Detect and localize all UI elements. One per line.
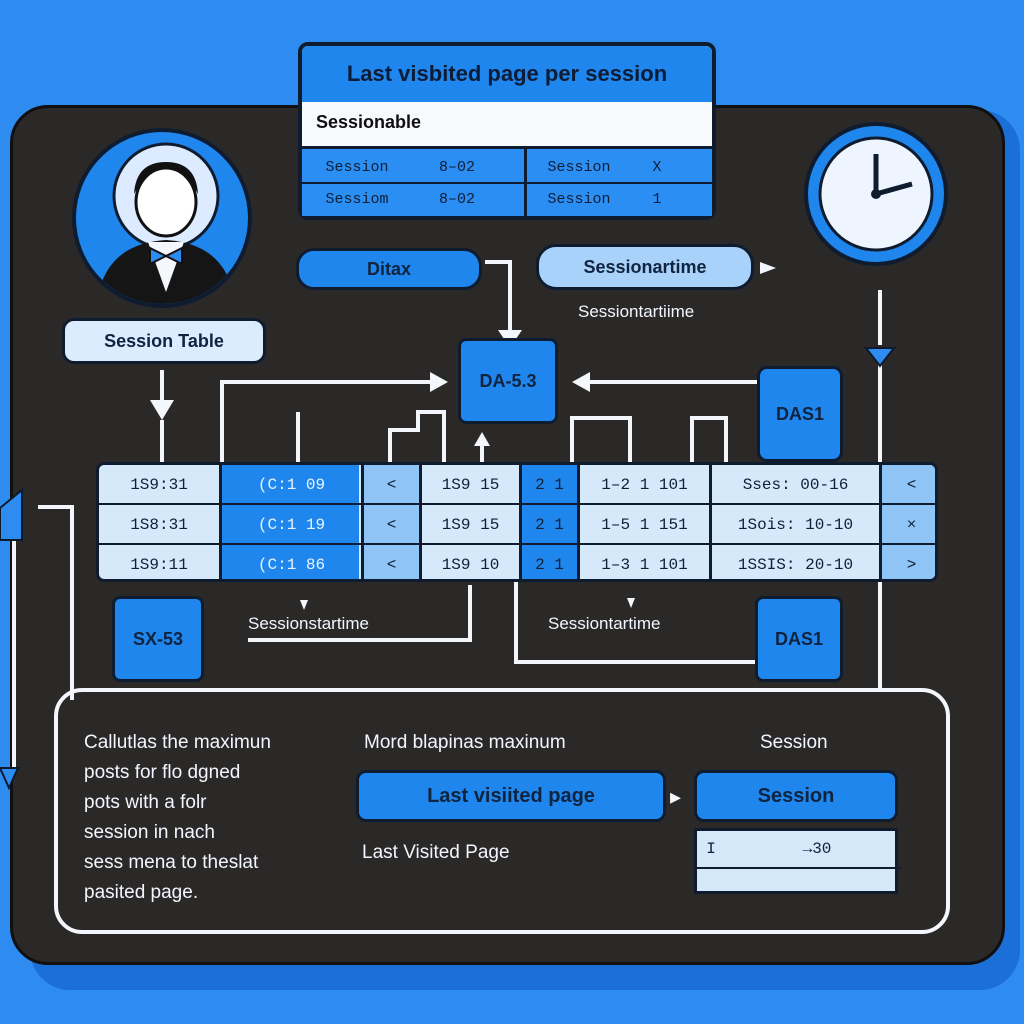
table-cell: 1S9 15 — [441, 476, 500, 494]
table-cell: 1SSIS: 20-10 — [737, 556, 854, 574]
result-row-line — [697, 867, 901, 869]
table-col-line — [219, 465, 222, 579]
bottom-panel — [54, 688, 950, 934]
table-cell[interactable]: > — [906, 556, 917, 574]
caption-left: Sessionstartime — [248, 614, 369, 633]
table-cell: 1–3 1 101 — [601, 556, 688, 574]
table-cell: < — [386, 476, 397, 494]
result-cell: I — [706, 840, 716, 858]
mini-cell: Session — [547, 190, 611, 208]
table-column-highlight — [363, 465, 419, 579]
person-icon — [96, 142, 236, 304]
ditax-pill[interactable]: Ditax — [296, 248, 482, 290]
table-cell: 2 1 — [535, 556, 564, 574]
table-cell: 1–2 1 101 — [601, 476, 688, 494]
mini-cell: Session — [325, 158, 389, 176]
sessionstart-pill[interactable]: Sessionartime — [536, 244, 754, 290]
table-column-highlight — [521, 465, 577, 579]
session-button[interactable]: Session — [694, 770, 898, 822]
table-cell: 1S9 10 — [441, 556, 500, 574]
description-line: posts for flo dgned — [84, 762, 241, 783]
das1-top-node[interactable]: DAS1 — [757, 366, 843, 462]
page-title: Last visbited page per session — [302, 46, 712, 102]
mini-table: Session 8–02 Session X Sessiom 8–02 Sess… — [302, 146, 712, 219]
mini-cell: 8–02 — [438, 190, 475, 208]
arrow-right-icon: ▸ — [670, 784, 682, 809]
table-cell: (C:1 09 — [257, 476, 326, 494]
table-cell: 1S9:11 — [130, 556, 188, 574]
mid-heading: Mord blapinas maxinum — [364, 732, 566, 753]
table-cell: 2 1 — [535, 476, 564, 494]
table-cell[interactable]: × — [906, 516, 917, 534]
result-cell: →30 — [802, 840, 832, 858]
mini-divider — [524, 149, 527, 219]
description-line: pasited page. — [84, 882, 199, 903]
table-cell: < — [386, 556, 397, 574]
table-column-highlight — [221, 465, 359, 579]
mini-cell: 8–02 — [438, 158, 475, 176]
table-col-line — [361, 465, 364, 579]
table-cell: 2 1 — [535, 516, 564, 534]
session-heading: Session — [760, 732, 828, 753]
table-cell: 1S9 15 — [441, 516, 500, 534]
last-visited-caption: Last Visited Page — [362, 842, 510, 863]
description-line: session in nach — [84, 822, 215, 843]
session-table-label: Session Table — [62, 318, 266, 364]
mini-cell: Session — [547, 158, 611, 176]
table-cell: 1S9:31 — [130, 476, 188, 494]
person-avatar — [72, 128, 252, 308]
table-row-line — [99, 543, 935, 545]
mini-cell: X — [652, 158, 662, 176]
center-node[interactable]: DA-5.3 — [458, 338, 558, 424]
description-text: Callutlas the maximun posts for flo dgne… — [84, 728, 354, 908]
table-cell: (C:1 19 — [257, 516, 326, 534]
mini-table-header: Sessionable — [316, 112, 422, 132]
mini-cell: Sessiom — [325, 190, 389, 208]
table-cell[interactable]: < — [906, 476, 917, 494]
table-cell: 1Sois: 10-10 — [737, 516, 854, 534]
table-cell: 1–5 1 151 — [601, 516, 688, 534]
table-col-line — [709, 465, 712, 579]
table-row-line — [99, 503, 935, 505]
big-table: 1S9:31 (C:1 09 < 1S9 15 2 1 1–2 1 101 Ss… — [96, 462, 938, 582]
table-col-line — [879, 465, 882, 579]
das1-bottom-node[interactable]: DAS1 — [755, 596, 843, 682]
clock-icon — [800, 118, 952, 270]
sessionstart-caption: Sessiontartiime — [578, 302, 695, 321]
result-table: I →30 — [694, 828, 901, 894]
description-line: Callutlas the maximun — [84, 732, 271, 753]
mini-divider — [302, 182, 712, 184]
caption-right: Sessiontartime — [548, 614, 661, 633]
last-visited-button[interactable]: Last visiited page — [356, 770, 666, 822]
description-line: pots with a folr — [84, 792, 207, 813]
table-column-highlight — [881, 465, 935, 579]
mini-cell: 1 — [652, 190, 662, 208]
sx53-node[interactable]: SX-53 — [112, 596, 204, 682]
table-cell: 1S8:31 — [130, 516, 188, 534]
table-col-line — [419, 465, 422, 579]
table-cell: < — [386, 516, 397, 534]
description-line: sess mena to theslat — [84, 852, 259, 873]
table-col-line — [577, 465, 580, 579]
table-cell: (C:1 86 — [257, 556, 326, 574]
table-col-line — [519, 465, 522, 579]
table-cell: Sses: 00-16 — [742, 476, 849, 494]
